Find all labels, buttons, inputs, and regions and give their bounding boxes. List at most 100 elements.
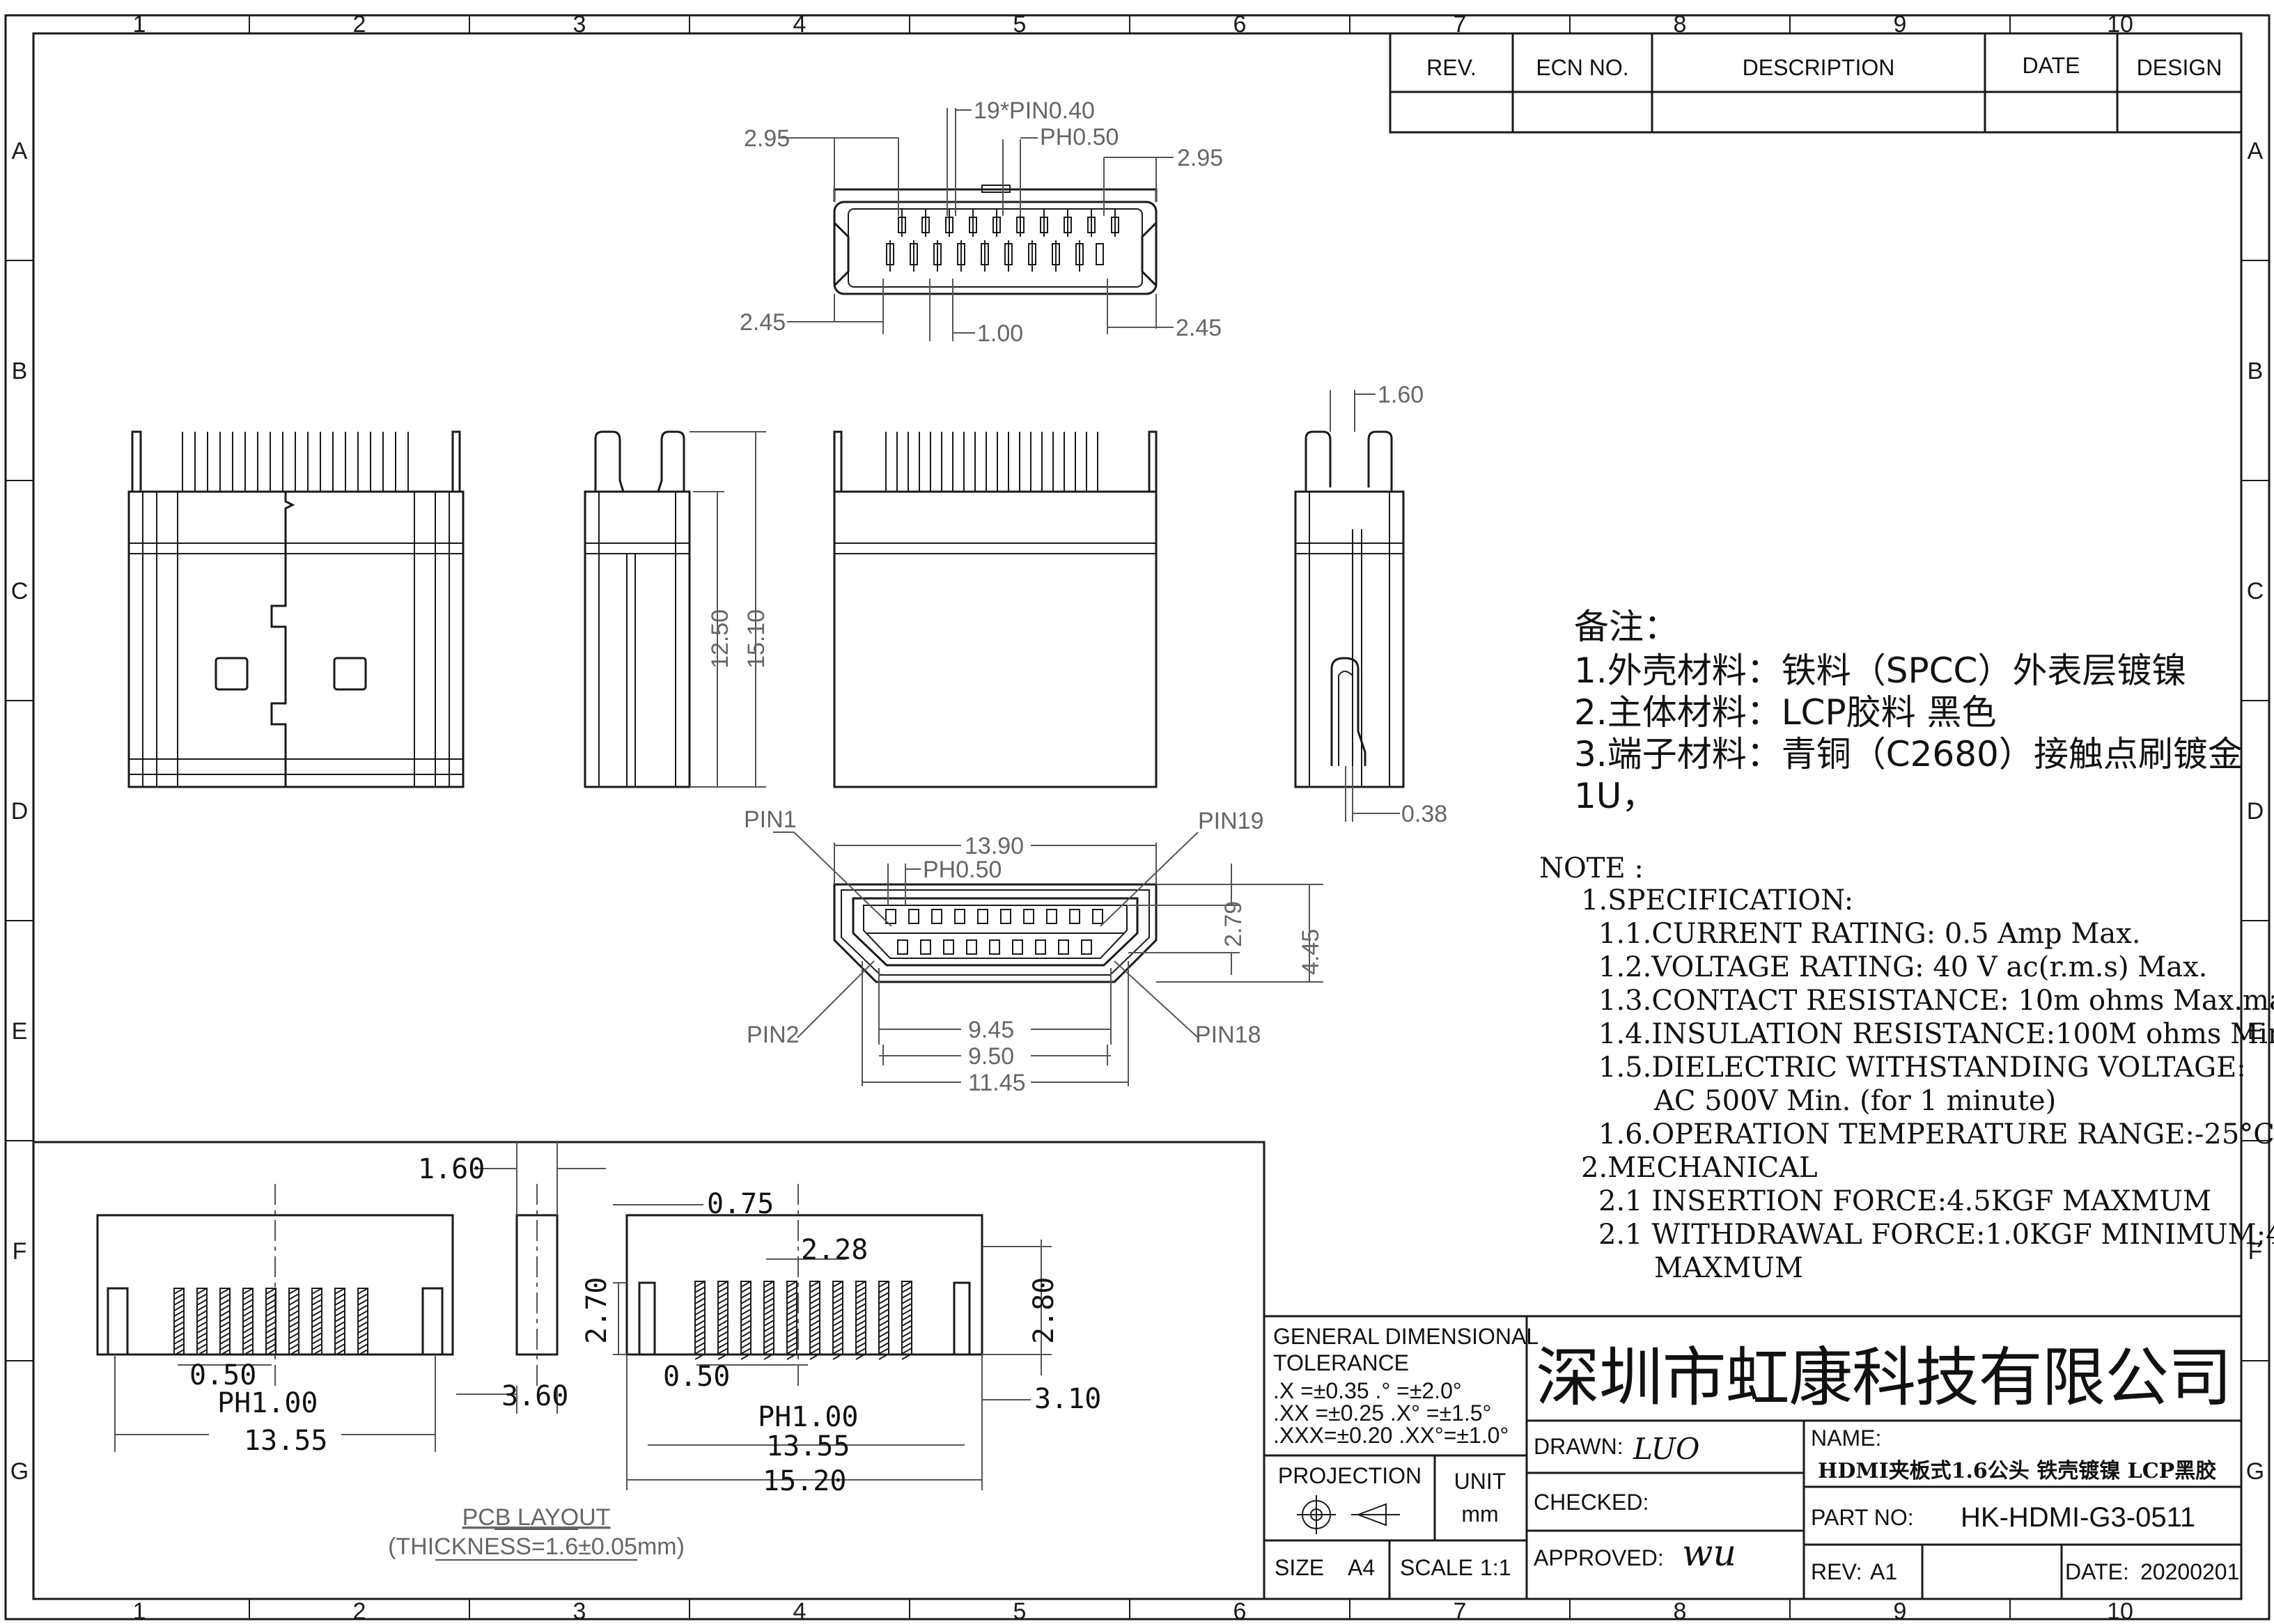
pcb-hatch <box>740 1342 751 1349</box>
pin-contact <box>1096 243 1104 265</box>
col-label-bottom: 4 <box>793 1598 807 1624</box>
pcb-hatch <box>809 1320 820 1327</box>
pcb-hatch <box>357 1343 368 1350</box>
col-label-top: 5 <box>1013 11 1027 38</box>
pcb-hatch <box>786 1342 797 1349</box>
pcb-hatch <box>809 1314 820 1321</box>
pcb-hatch <box>763 1286 774 1293</box>
pcb-hatch <box>717 1309 729 1315</box>
tol-title-2: TOLERANCE <box>1273 1350 1409 1375</box>
col-label-top: 9 <box>1894 11 1907 38</box>
pcb-hatch <box>288 1349 299 1356</box>
dim-left-2-45: 2.45 <box>740 309 786 336</box>
pcb-hatch <box>901 1336 912 1343</box>
pcb-hatch <box>265 1288 277 1295</box>
front-pin-top <box>977 909 988 924</box>
pcb-hatch <box>717 1297 729 1304</box>
date-label: DATE: <box>2065 1559 2129 1584</box>
dim-front-9-45: 9.45 <box>968 1017 1014 1043</box>
col-label-top: 4 <box>793 11 807 38</box>
label-pin18: PIN18 <box>1195 1022 1261 1048</box>
pcb-hatch <box>809 1342 820 1349</box>
pcb-hatch <box>832 1320 843 1327</box>
inner-border <box>32 32 2243 1600</box>
pcb-hatch <box>173 1332 185 1339</box>
pcb-hatch <box>288 1293 299 1300</box>
pcb-hatch <box>809 1286 820 1293</box>
pcb-hatch <box>855 1281 866 1288</box>
cn-note-4: 1U， <box>1574 776 1656 816</box>
pcb-hatch <box>855 1286 866 1293</box>
pcb-hatch <box>832 1325 843 1332</box>
pcb-hatch <box>855 1348 866 1354</box>
pcb-hatch <box>832 1336 843 1343</box>
pcb-hatch <box>357 1304 368 1311</box>
col-label-bottom: 7 <box>1454 1598 1467 1624</box>
pcb-hatch <box>786 1325 797 1332</box>
pcb-hatch <box>196 1315 208 1322</box>
pcb-hatch <box>242 1299 254 1306</box>
front-pin-top <box>931 909 942 924</box>
pcb-hatch <box>196 1338 208 1345</box>
row-label-right: D <box>2247 798 2264 825</box>
pcb-hatch <box>694 1297 706 1304</box>
front-pin-bottom <box>897 939 908 955</box>
col-label-top: 3 <box>573 11 586 38</box>
pcb-dim-3-60: 3.60 <box>501 1380 568 1412</box>
pcb-hatch <box>717 1286 729 1293</box>
pcb-hatch <box>357 1299 368 1306</box>
pcb-hatch <box>786 1292 797 1299</box>
pcb-hatch <box>357 1288 368 1295</box>
pcb-dim-2-70: 2.70 <box>581 1277 613 1344</box>
pcb-hatch <box>311 1304 322 1311</box>
front-pin-bottom <box>1058 939 1069 955</box>
dim-pin-0-38: 0.38 <box>1401 801 1447 827</box>
pcb-hatch <box>740 1331 751 1338</box>
pcb-hatch <box>832 1281 843 1288</box>
name-label: NAME: <box>1811 1426 1881 1451</box>
pcb-hatch <box>694 1336 706 1343</box>
pcb-hatch <box>809 1331 820 1338</box>
pcb-hatch <box>740 1303 751 1310</box>
dim-pitch-1-00: 1.00 <box>977 320 1023 347</box>
en-note-10: 2.1 INSERTION FORCE:4.5KGF MAXMUM <box>1598 1185 2211 1217</box>
pcb-hatch <box>878 1336 889 1343</box>
cn-note-1: 1.外壳材料：铁料（SPCC）外表层镀镍 <box>1574 650 2186 691</box>
en-note-11: 2.1 WITHDRAWAL FORCE:1.0KGF MINIMUM;4.0K… <box>1598 1219 2274 1251</box>
pcb-hatch <box>809 1325 820 1332</box>
pcb-hatch <box>334 1293 345 1300</box>
front-pin-bottom <box>966 939 977 955</box>
pcb-hatch <box>196 1310 208 1317</box>
pcb-hatch <box>855 1314 866 1321</box>
pcb-hatch <box>265 1332 277 1339</box>
pcb-hatch <box>694 1342 706 1349</box>
pcb-hatch <box>763 1297 774 1304</box>
front-pin-bottom <box>943 939 954 955</box>
front-pin-top <box>1046 909 1057 924</box>
pcb-hatch <box>357 1321 368 1328</box>
pcb-hatch <box>786 1336 797 1343</box>
pcb-hatch <box>242 1321 254 1328</box>
pcb-hatch <box>265 1310 277 1317</box>
pcb-hatch <box>265 1299 277 1306</box>
pcb-hatch <box>763 1325 774 1332</box>
pcb-hole <box>855 1281 866 1355</box>
pcb-hatch <box>219 1293 231 1300</box>
pcb-hatch <box>265 1349 277 1356</box>
front-pin-bottom <box>989 939 1000 955</box>
pcb-hatch <box>832 1297 843 1304</box>
pcb-hatch <box>878 1314 889 1321</box>
dim-height-15-10: 15.10 <box>743 609 770 669</box>
pcb-hatch <box>173 1321 185 1328</box>
pcb-hatch <box>763 1336 774 1343</box>
pcb-hatch <box>832 1353 843 1360</box>
notes-english: NOTE : 1.SPECIFICATION: 1.1.CURRENT RATI… <box>1539 852 2274 1284</box>
en-note-2: 1.1.CURRENT RATING: 0.5 Amp Max. <box>1598 918 2140 950</box>
pcb-hatch <box>901 1297 912 1304</box>
pcb-hatch <box>288 1288 299 1295</box>
pcb-hatch <box>288 1332 299 1339</box>
pcb-hatch <box>740 1314 751 1321</box>
dim-tab-1-60: 1.60 <box>1378 382 1424 408</box>
pcb-hatch <box>717 1303 729 1310</box>
pcb-hatch <box>694 1325 706 1332</box>
